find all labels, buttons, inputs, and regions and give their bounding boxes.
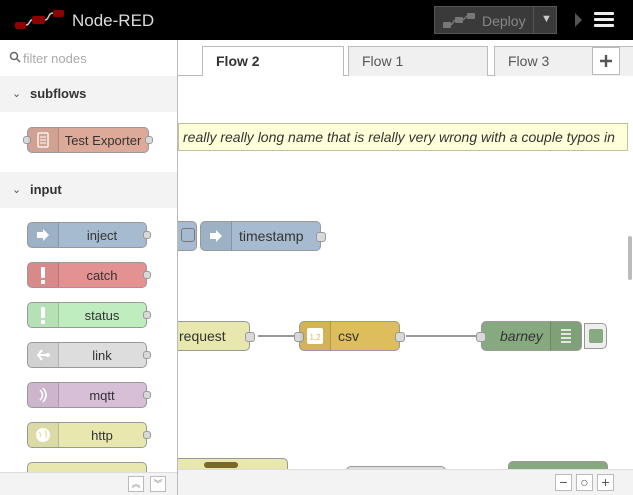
category-header-input[interactable]: ⌄ input (0, 172, 177, 209)
output-port (143, 231, 151, 239)
svg-text:1,2: 1,2 (309, 333, 321, 342)
alert-icon (28, 263, 59, 287)
palette-node-inject[interactable]: inject (27, 222, 151, 248)
debug-toggle-button[interactable] (584, 323, 607, 349)
node-label: request (179, 328, 226, 344)
palette-node-test-exporter[interactable]: Test Exporter (23, 127, 153, 153)
subflow-icon (28, 128, 59, 152)
category-label: subflows (30, 86, 87, 101)
output-port (143, 391, 151, 399)
link-icon (28, 343, 59, 367)
input-port (23, 136, 31, 144)
flow-node-barney[interactable]: barney (476, 321, 582, 351)
workspace-tabs: Flow 2 Flow 1 Flow 3 (178, 40, 633, 77)
category-label: input (30, 182, 62, 197)
deploy-icon (443, 13, 475, 28)
tab-label: Flow 3 (508, 53, 550, 69)
input-port (476, 332, 486, 342)
header-bar: Node-RED Deploy ▼ (0, 0, 633, 40)
tab-scroll-right-icon[interactable] (573, 10, 585, 30)
palette-node-catch[interactable]: catch (27, 262, 151, 288)
workspace-footer: − ○ + (178, 469, 633, 495)
flow-node-partial[interactable] (178, 458, 288, 469)
zoom-out-button[interactable]: − (555, 474, 572, 491)
flow-node-timestamp[interactable]: timestamp (200, 221, 326, 251)
arrow-in-icon (28, 223, 59, 247)
output-port (143, 431, 151, 439)
output-port (395, 332, 405, 342)
globe-icon (28, 423, 59, 447)
comment-text: really really long name that is relally … (183, 129, 615, 145)
node-label: link (92, 348, 112, 363)
output-port (316, 232, 326, 242)
category-header-subflows[interactable]: ⌄ subflows (0, 76, 177, 113)
flow-workspace[interactable]: really really long name that is relally … (178, 76, 633, 469)
tab-label: Flow 2 (216, 53, 260, 69)
palette-search (0, 40, 177, 77)
tab-label: Flow 1 (362, 53, 404, 69)
tab-flow-2[interactable]: Flow 2 (202, 46, 344, 77)
palette-node-link[interactable]: link (27, 342, 151, 368)
alert-icon (28, 303, 59, 327)
deploy-label: Deploy (482, 13, 526, 29)
output-port (245, 332, 255, 342)
app-title: Node-RED (72, 11, 155, 30)
debug-list-icon (550, 322, 581, 350)
tab-flow-1[interactable]: Flow 1 (348, 46, 488, 76)
output-port (143, 351, 151, 359)
zoom-reset-button[interactable]: ○ (576, 474, 593, 491)
output-port (145, 136, 153, 144)
main-menu-icon[interactable] (594, 12, 614, 28)
node-label: Test Exporter (64, 133, 142, 148)
node-label: mqtt (89, 388, 115, 403)
node-status-icon (204, 462, 238, 468)
category-body-input: inject catch status link mqtt http (0, 208, 177, 488)
flow-node-csv[interactable]: 1,2 csv (294, 321, 405, 351)
deploy-menu-caret-icon[interactable]: ▼ (541, 13, 552, 25)
expand-all-icon[interactable]: ︾ (150, 476, 166, 492)
deploy-button[interactable]: Deploy ▼ (434, 6, 557, 34)
debug-toggle-icon (589, 329, 603, 343)
flow-node-partial[interactable] (508, 461, 608, 469)
csv-file-icon: 1,2 (300, 322, 331, 350)
comment-node[interactable]: really really long name that is relally … (178, 123, 628, 151)
node-label: barney (500, 328, 543, 344)
chevron-down-icon: ⌄ (12, 88, 22, 100)
output-port (143, 271, 151, 279)
add-flow-button[interactable] (592, 47, 620, 75)
arrow-in-icon (201, 222, 232, 250)
search-input[interactable] (23, 49, 168, 67)
input-port (294, 332, 304, 342)
flow-node-request[interactable]: request (178, 321, 255, 351)
palette-node-http[interactable]: http (27, 422, 151, 448)
collapse-all-icon[interactable]: ︽ (128, 476, 144, 492)
plus-icon (600, 55, 612, 67)
palette-node-status[interactable]: status (27, 302, 151, 328)
vertical-scrollbar[interactable] (628, 236, 632, 280)
node-label: http (91, 428, 113, 443)
palette-footer: ︽ ︾ (0, 472, 177, 495)
chevron-down-icon: ⌄ (12, 184, 22, 196)
node-label: inject (86, 228, 118, 243)
node-label: catch (86, 268, 118, 283)
inject-trigger-icon[interactable] (181, 228, 195, 242)
node-palette: ⌄ subflows Test Exporter ⌄ input inject … (0, 40, 178, 495)
palette-node-mqtt[interactable]: mqtt (27, 382, 151, 408)
deploy-divider (533, 7, 534, 33)
node-label: timestamp (239, 228, 304, 244)
node-label: status (84, 308, 120, 323)
bridge-icon (28, 383, 59, 407)
search-icon (9, 51, 21, 63)
node-red-logo-icon (15, 10, 64, 29)
node-label: csv (338, 328, 359, 344)
zoom-in-button[interactable]: + (597, 474, 614, 491)
output-port (143, 311, 151, 319)
category-body-subflows: Test Exporter (0, 112, 177, 172)
